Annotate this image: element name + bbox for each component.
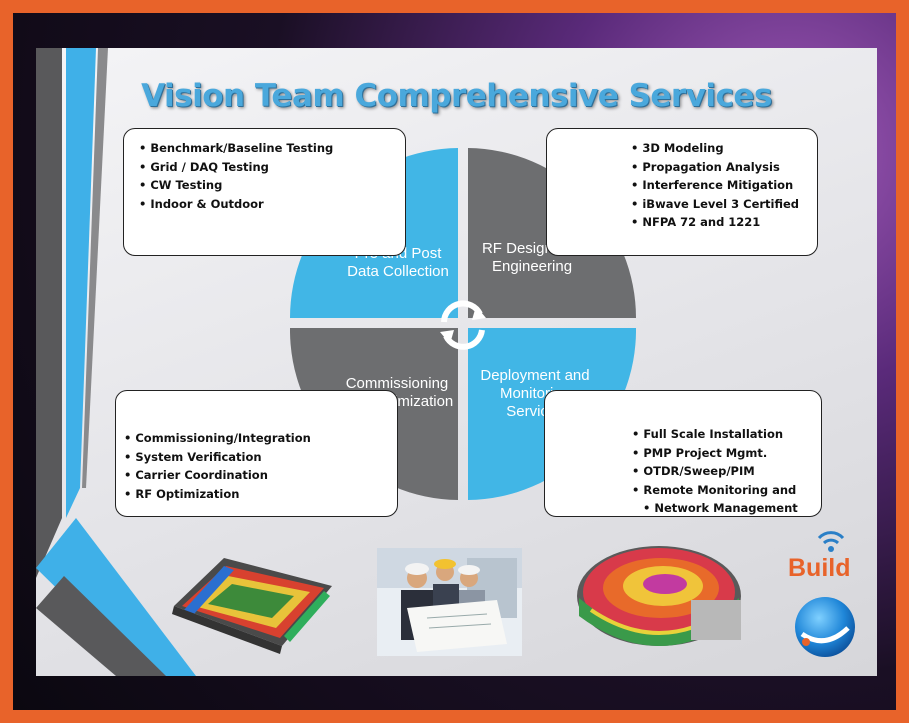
list-item: Grid / DAQ Testing: [139, 158, 405, 177]
box-deployment: Full Scale Installation PMP Project Mgmt…: [544, 390, 822, 517]
list-item: Commissioning/Integration: [124, 429, 397, 448]
list-item: OTDR/Sweep/PIM: [632, 462, 821, 481]
box-rf-design: 3D Modeling Propagation Analysis Interfe…: [546, 128, 818, 256]
list-item: NFPA 72 and 1221: [631, 213, 817, 232]
list-item: Indoor & Outdoor: [139, 195, 405, 214]
list-item: iBwave Level 3 Certified: [631, 195, 817, 214]
left-stripes: [36, 48, 196, 676]
box-pre-post-data: Benchmark/Baseline Testing Grid / DAQ Te…: [123, 128, 406, 256]
quadrant-label: Deployment and Monitoring Services: [480, 367, 590, 420]
services-circle: Pre and Post Data Collection RF Design a…: [290, 148, 636, 500]
refresh-cycle-icon: [440, 300, 486, 350]
list-item: RF Optimization: [124, 485, 397, 504]
list-item: Propagation Analysis: [631, 158, 817, 177]
list-item: Carrier Coordination: [124, 466, 397, 485]
circle-quadrants: [290, 148, 636, 500]
stadium-heatmap-image: [172, 558, 332, 654]
list-item: System Verification: [124, 448, 397, 467]
list-item: CW Testing: [139, 176, 405, 195]
list-item: Benchmark/Baseline Testing: [139, 139, 405, 158]
globe-logo-icon: [795, 597, 855, 657]
list-item: Interference Mitigation: [631, 176, 817, 195]
list-item: Network Management: [632, 499, 821, 518]
list-item: Full Scale Installation: [632, 425, 821, 444]
wifi-icon: [817, 531, 845, 552]
list-item: Remote Monitoring and: [632, 481, 821, 500]
list-item: 3D Modeling: [631, 139, 817, 158]
box-commissioning: Commissioning/Integration System Verific…: [115, 390, 398, 517]
slide-panel: Vision Team Comprehensive Services Pre a…: [36, 48, 877, 676]
engineers-photo: [377, 548, 522, 656]
page-title: Vision Team Comprehensive Services: [141, 78, 772, 114]
list-item: PMP Project Mgmt.: [632, 444, 821, 463]
build-logo-text: Build: [788, 554, 851, 582]
arena-heatmap-image: [577, 546, 741, 646]
quadrant-deployment: Deployment and Monitoring Services: [476, 354, 594, 434]
